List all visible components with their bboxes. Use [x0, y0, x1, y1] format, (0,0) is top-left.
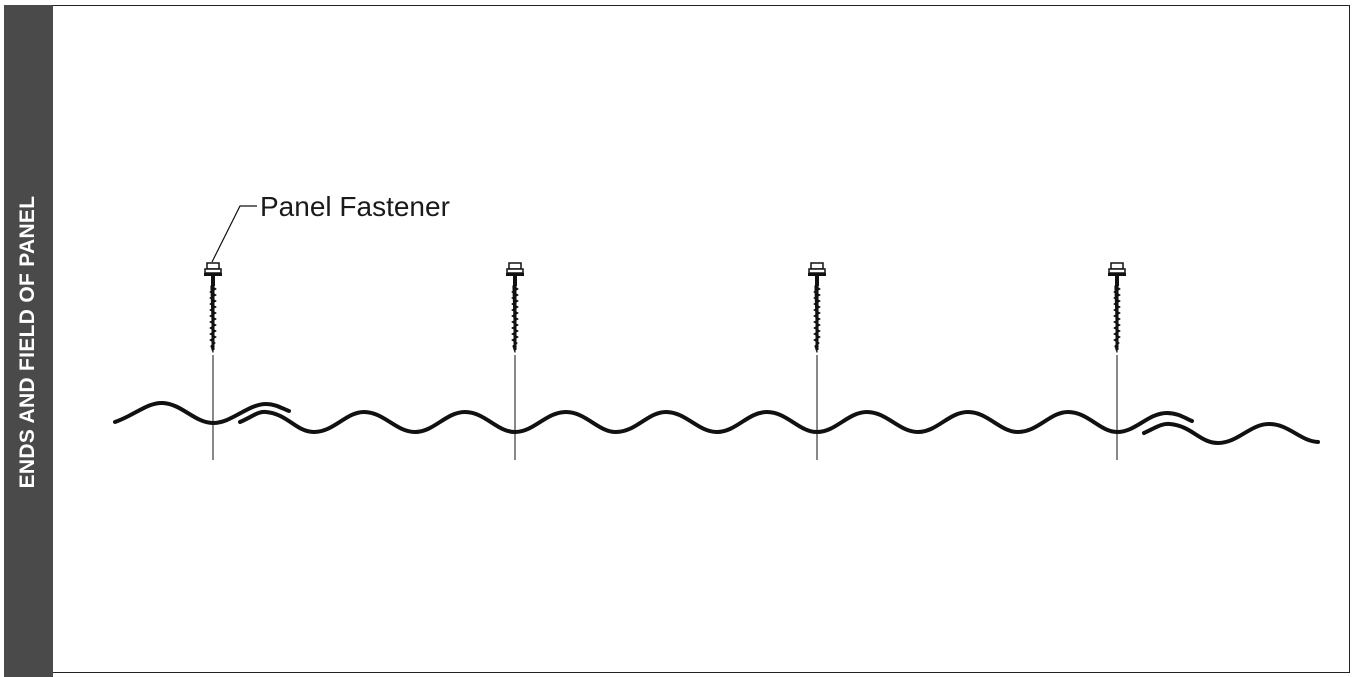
left-end-panel [113, 400, 291, 425]
fastener-centerlines [212, 355, 1118, 460]
fastener-2 [504, 261, 526, 354]
right-end-panel [1142, 421, 1320, 445]
fastener-4 [1106, 261, 1128, 354]
callout-leader [211, 205, 257, 263]
main-panel [238, 409, 1194, 434]
corrugated-panels [113, 400, 1320, 445]
fastener-1 [202, 261, 224, 354]
panel-fastener-label: Panel Fastener [260, 191, 450, 222]
drawing-frame [4, 5, 1350, 673]
side-title-band [4, 5, 53, 677]
fastener-3 [806, 261, 828, 354]
